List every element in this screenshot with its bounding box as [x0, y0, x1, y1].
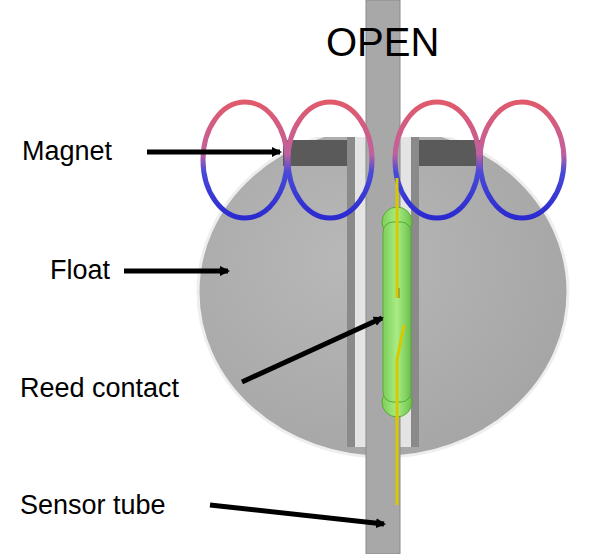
state-title: OPEN [326, 22, 439, 62]
part-label: Sensor tube [20, 492, 166, 519]
magnet-bar [419, 140, 483, 166]
magnetic-field-lines [203, 102, 564, 218]
magnet-bar [283, 140, 347, 166]
reed-contact [382, 178, 412, 505]
part-label: Magnet [22, 138, 112, 165]
part-label: Reed contact [20, 375, 179, 402]
part-label: Float [50, 257, 110, 284]
leader-arrows [124, 152, 384, 524]
